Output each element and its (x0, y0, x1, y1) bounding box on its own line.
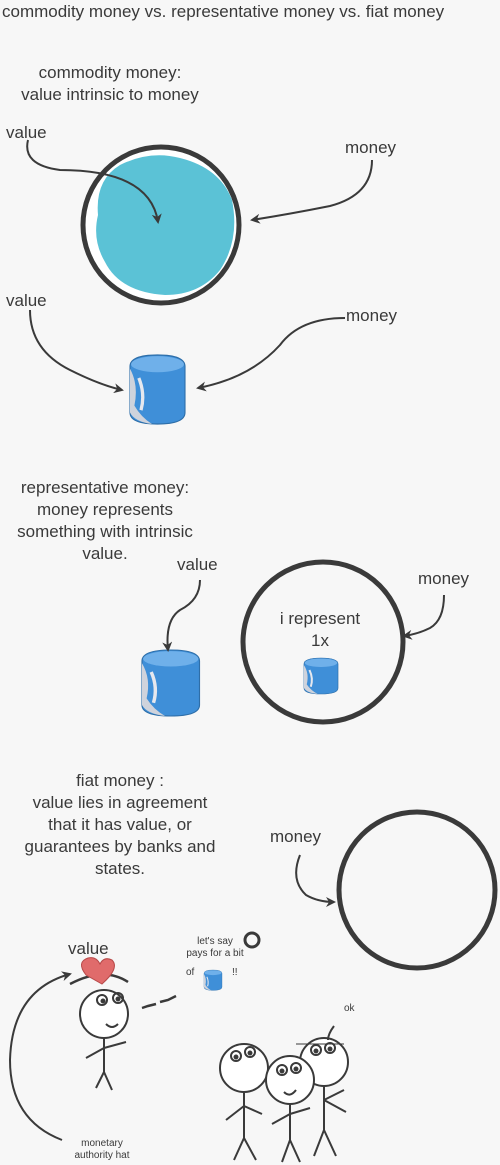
hat-heart-icon (81, 957, 115, 985)
commodity-money-label-top: money (345, 138, 397, 157)
commodity-caption-line1: commodity money: (38, 63, 182, 82)
speech-line1: let's say (197, 936, 233, 947)
coin-text-line2: 1x (311, 631, 329, 650)
fiat-coin (336, 809, 498, 971)
coin-text-line1: i represent (279, 609, 361, 628)
commodity-caption-line2: value intrinsic to money (21, 85, 199, 104)
arrow-value-to-commodity (26, 139, 162, 224)
hat-label-line1: monetary (81, 1138, 123, 1149)
representative-coin (240, 559, 406, 725)
representative-caption-line2: money represents (36, 500, 174, 519)
arrow-money-to-rep-coin (402, 594, 445, 640)
authority-figure (69, 973, 129, 1091)
commodity-coin (80, 144, 242, 306)
crowd-figures (219, 1037, 349, 1163)
fiat-value-label: value (68, 939, 109, 958)
commodity-caption: commodity money: value intrinsic to mone… (0, 62, 220, 106)
commodity-cylinder-icon (128, 353, 187, 426)
coin-cylinder-icon (302, 656, 340, 696)
thought-bubble (243, 931, 261, 949)
speech-line3-a: of (186, 967, 195, 978)
gesture-mark (141, 994, 177, 1010)
arrow-money-to-cylinder (196, 317, 346, 392)
representative-caption-line3: something with intrinsic (17, 522, 193, 541)
ok-label: ok (344, 1003, 355, 1014)
arrow-hat-label-to-hat (8, 971, 72, 1141)
coin-text: i represent 1x (255, 608, 385, 652)
commodity-value-label-bottom: value (6, 291, 47, 310)
fiat-caption-line4: guarantees by banks and (24, 837, 216, 856)
hat-label: monetary authority hat (62, 1138, 142, 1162)
commodity-money-label-bottom: money (346, 306, 398, 325)
arrow-value-to-cylinder (29, 309, 124, 394)
representative-cylinder-icon (140, 648, 202, 718)
representative-money-label: money (418, 569, 470, 588)
fiat-caption: fiat money : value lies in agreement tha… (0, 770, 240, 880)
representative-value-label: value (177, 555, 218, 574)
representative-caption: representative money: money represents s… (0, 477, 210, 565)
representative-caption-line1: representative money: (20, 478, 190, 497)
fiat-caption-line1: fiat money : (76, 771, 164, 790)
fiat-caption-line2: value lies in agreement (32, 793, 208, 812)
commodity-value-label-top: value (6, 123, 47, 142)
commodity-fill (96, 155, 235, 295)
fiat-caption-line5: states. (94, 859, 146, 878)
ok-arrow (327, 1025, 335, 1041)
hat-label-line2: authority hat (74, 1150, 130, 1161)
representative-caption-line4: value. (82, 544, 128, 563)
speech-cylinder-icon (203, 969, 223, 991)
arrow-money-to-commodity (250, 159, 373, 224)
speech-line2: pays for a bit (186, 948, 244, 959)
arrow-value-to-rep-cylinder (162, 579, 201, 652)
page-title: commodity money vs. representative money… (2, 2, 445, 21)
fiat-money-label: money (270, 827, 322, 846)
speech-text: let's say pays for a bit (180, 936, 250, 960)
speech-line3-b: !! (232, 967, 238, 978)
fiat-caption-line3: that it has value, or (48, 815, 192, 834)
arrow-money-to-fiat (295, 854, 336, 907)
